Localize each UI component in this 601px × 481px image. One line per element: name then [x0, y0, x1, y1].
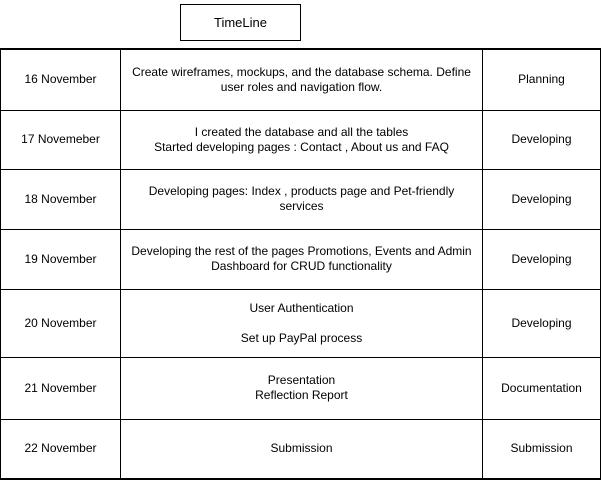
description-line: Reflection Report	[255, 388, 348, 402]
description-cell: User Authentication Set up PayPal proces…	[120, 288, 483, 358]
description-line: Dashboard for CRUD functionality	[211, 259, 392, 273]
phase-cell: Documentation	[482, 356, 601, 420]
description-line: Developing pages: Index , products page …	[148, 184, 455, 198]
description-line: Create wireframes, mockups, and the data…	[132, 64, 471, 79]
phase-cell: Developing	[482, 109, 601, 170]
description-cell: Create wireframes, mockups, and the data…	[120, 48, 483, 111]
description-line: user roles and navigation flow.	[220, 79, 383, 94]
table-row: 16 November Create wireframes, mockups, a…	[0, 48, 601, 111]
phase-cell: Developing	[482, 228, 601, 290]
table-row: 19 November Developing the rest of the pa…	[0, 228, 601, 290]
date-cell: 21 November	[0, 356, 121, 420]
phase-cell: Submission	[482, 418, 601, 480]
phase-cell: Developing	[482, 288, 601, 358]
date-cell: 18 November	[0, 168, 121, 230]
description-cell: I created the database and all the table…	[120, 109, 483, 170]
timeline-table: 16 November Create wireframes, mockups, a…	[0, 48, 601, 480]
timeline-title: TimeLine	[214, 15, 267, 30]
description-line: Submission	[270, 441, 333, 456]
description-line: User Authentication	[249, 300, 354, 315]
description-cell: Submission	[120, 418, 483, 480]
table-row: 17 Novemeber I created the database and a…	[0, 109, 601, 170]
date-cell: 17 Novemeber	[0, 109, 121, 170]
timeline-table-body: 16 November Create wireframes, mockups, a…	[0, 48, 601, 480]
table-row: 22 November Submission Submission	[0, 418, 601, 480]
description-line: Started developing pages : Contact , Abo…	[154, 139, 449, 154]
description-line: Presentation	[267, 373, 336, 387]
phase-cell: Developing	[482, 168, 601, 230]
timeline-title-box: TimeLine	[180, 4, 301, 41]
date-cell: 19 November	[0, 228, 121, 290]
description-cell: Developing the rest of the pages Promoti…	[120, 228, 483, 290]
description-line: Developing the rest of the pages Promoti…	[131, 244, 472, 258]
description-cell: Developing pages: Index , products page …	[120, 168, 483, 230]
date-cell: 22 November	[0, 418, 121, 480]
date-cell: 20 November	[0, 288, 121, 358]
description-line	[127, 316, 476, 331]
date-cell: 16 November	[0, 48, 121, 111]
table-row: 18 November Developing pages: Index , pro…	[0, 168, 601, 230]
description-line: services	[279, 199, 324, 213]
description-line: Set up PayPal process	[240, 330, 363, 345]
phase-cell: Planning	[482, 48, 601, 111]
description-line: I created the database and all the table…	[194, 124, 409, 139]
